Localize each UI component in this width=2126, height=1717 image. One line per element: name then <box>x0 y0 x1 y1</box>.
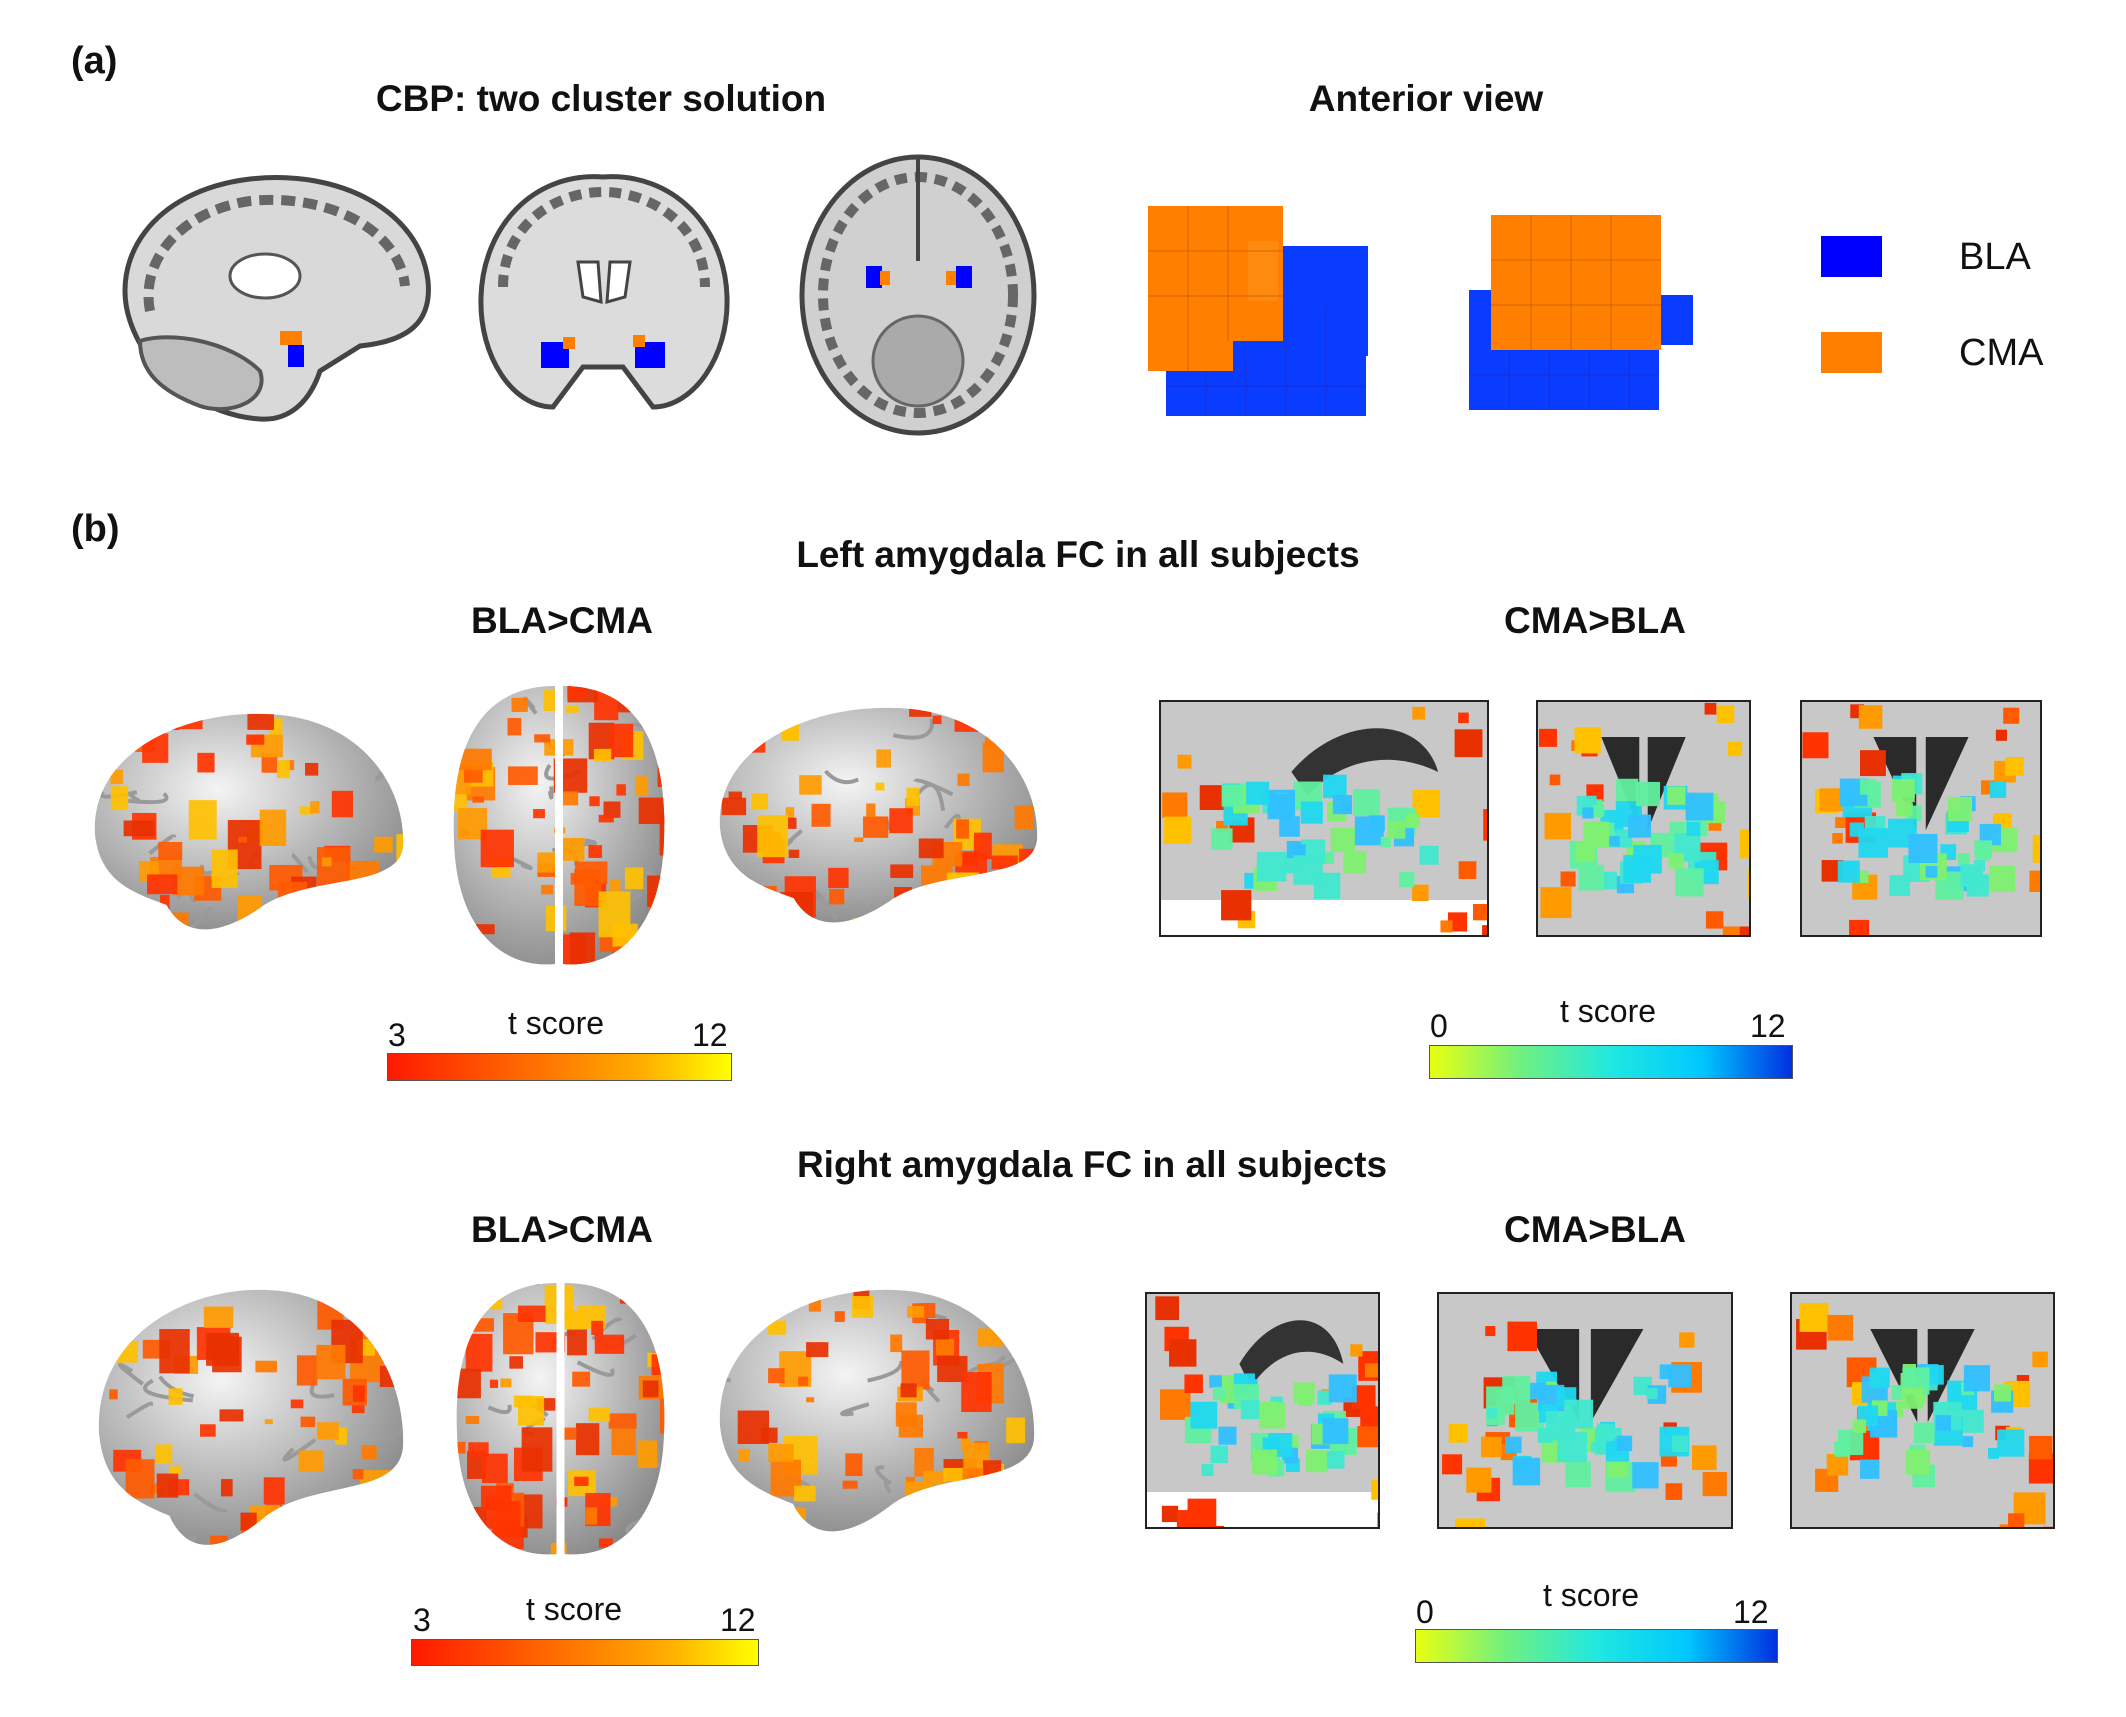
left-hot-bar-max: 12 <box>692 1017 728 1053</box>
cbp-title: CBP: two cluster solution <box>375 78 827 119</box>
right-hot-bar-min: 3 <box>413 1602 431 1638</box>
right-cool-bar-min: 0 <box>1416 1594 1434 1630</box>
coronal-brain-slice <box>473 167 735 411</box>
panel-b-label: (b) <box>71 508 120 550</box>
left-dorsal-surface <box>446 676 672 974</box>
right-cool-bar-label: t score <box>1543 1577 1640 1613</box>
legend-label-cma: CMA <box>1959 332 2044 374</box>
left-cool-colorbar <box>1429 1045 1793 1079</box>
left-hot-bar-min: 3 <box>388 1017 406 1053</box>
right-cool-colorbar <box>1415 1629 1778 1663</box>
right-coronal-fc-slice <box>1437 1292 1733 1529</box>
axial-brain-slice <box>796 151 1040 439</box>
right-hot-bar-label: t score <box>526 1591 623 1627</box>
legend-swatch-cma <box>1821 332 1882 373</box>
legend-swatch-bla <box>1821 236 1882 277</box>
left-cool-bar-max: 12 <box>1750 1008 1786 1044</box>
right-hot-bar-max: 12 <box>720 1602 756 1638</box>
left-cool-bar-label: t score <box>1560 993 1657 1029</box>
right-dorsal-surface <box>449 1273 672 1564</box>
cluster-cubes-left <box>1148 206 1374 416</box>
right-hot-colorbar <box>411 1639 759 1666</box>
right-coronal-fc-slice-2 <box>1790 1292 2055 1529</box>
left-coronal-fc-slice-2 <box>1800 700 2042 937</box>
left-cool-bar-min: 0 <box>1430 1008 1448 1044</box>
left-medial-surface <box>710 700 1045 933</box>
left-coronal-fc-slice <box>1536 700 1751 937</box>
panel-a-label: (a) <box>71 40 118 82</box>
sagittal-brain-slice <box>110 171 440 426</box>
right-bla-cma-title: BLA>CMA <box>471 1209 653 1250</box>
right-medial-surface <box>710 1282 1042 1543</box>
anterior-view-title: Anterior view <box>1308 78 1544 119</box>
left-bla-cma-title: BLA>CMA <box>471 600 653 641</box>
left-lateral-surface <box>85 706 411 940</box>
right-lateral-surface <box>89 1282 411 1557</box>
left-sagittal-fc-slice <box>1159 700 1489 937</box>
right-cool-bar-max: 12 <box>1733 1594 1769 1630</box>
cluster-cubes-right <box>1461 210 1697 410</box>
left-amygdala-title: Left amygdala FC in all subjects <box>796 534 1360 575</box>
right-cma-bla-title: CMA>BLA <box>1504 1209 1686 1250</box>
right-amygdala-title: Right amygdala FC in all subjects <box>796 1144 1388 1185</box>
legend-label-bla: BLA <box>1959 236 2031 278</box>
left-hot-bar-label: t score <box>508 1005 605 1041</box>
left-cma-bla-title: CMA>BLA <box>1504 600 1686 641</box>
right-sagittal-fc-slice <box>1145 1292 1380 1529</box>
left-hot-colorbar <box>387 1053 732 1081</box>
